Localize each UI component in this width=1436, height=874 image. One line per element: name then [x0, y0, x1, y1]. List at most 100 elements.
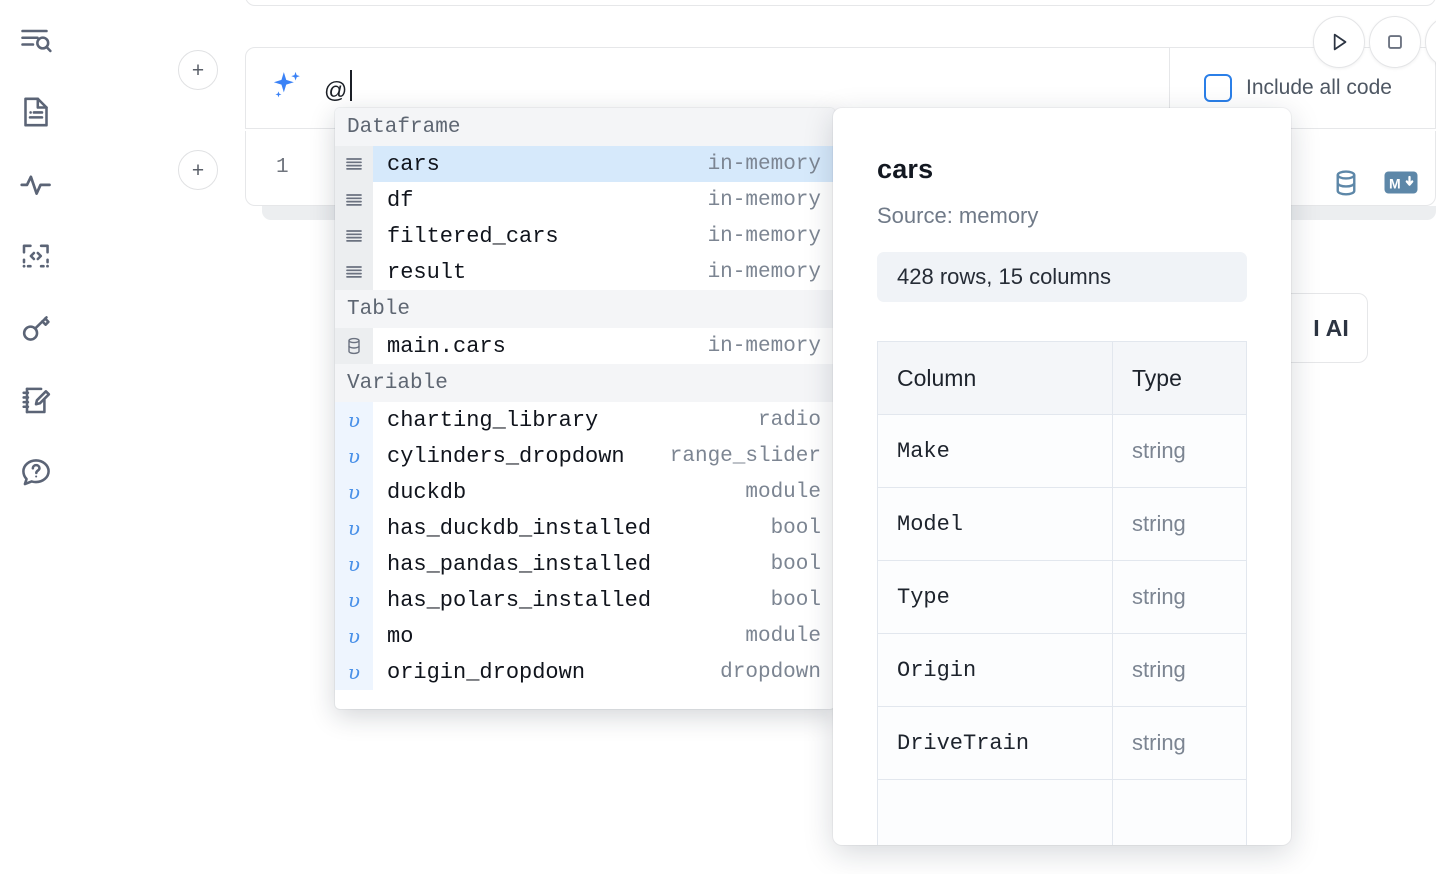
- autocomplete-item[interactable]: υ has_duckdb_installed bool: [335, 510, 835, 546]
- column-type-cell: string: [1112, 487, 1247, 561]
- autocomplete-item-type: radio: [757, 408, 821, 432]
- autocomplete-item-name: origin_dropdown: [387, 659, 586, 685]
- autocomplete-item-name: has_polars_installed: [387, 587, 652, 613]
- autocomplete-item-type: bool: [770, 552, 821, 576]
- sidebar-item-explore[interactable]: [14, 18, 58, 62]
- include-all-code-label: Include all code: [1246, 76, 1392, 99]
- autocomplete-item-type: dropdown: [720, 660, 821, 684]
- table-row: [877, 779, 1247, 845]
- autocomplete-item-name: has_pandas_installed: [387, 551, 652, 577]
- autocomplete-item-type: in-memory: [707, 152, 821, 176]
- dataframe-icon: [335, 146, 373, 182]
- autocomplete-item-type: range_slider: [669, 444, 821, 468]
- add-cell-button-bottom[interactable]: +: [178, 150, 218, 190]
- column-name-cell: Origin: [877, 633, 1113, 707]
- column-name-cell: DriveTrain: [877, 706, 1113, 780]
- database-icon[interactable]: [1330, 167, 1362, 204]
- variable-icon: υ: [335, 582, 373, 618]
- autocomplete-item-type: in-memory: [707, 334, 821, 358]
- stop-button[interactable]: [1369, 16, 1421, 68]
- add-cell-button-top[interactable]: +: [178, 50, 218, 90]
- column-type-cell: string: [1112, 414, 1247, 488]
- autocomplete-item-type: module: [745, 480, 821, 504]
- scratchpad-icon: [18, 382, 54, 418]
- autocomplete-item-name: charting_library: [387, 407, 599, 433]
- table-database-icon: [335, 328, 373, 364]
- sidebar-item-help[interactable]: [14, 450, 58, 494]
- dataframe-icon: [335, 218, 373, 254]
- column-type-cell: [1112, 779, 1247, 845]
- variable-icon: υ: [335, 510, 373, 546]
- include-all-code-checkbox[interactable]: [1204, 74, 1232, 102]
- autocomplete-item-name: df: [387, 187, 414, 213]
- variable-icon: υ: [335, 546, 373, 582]
- dataframe-icon: [335, 182, 373, 218]
- column-name-cell: Type: [877, 560, 1113, 634]
- autocomplete-item[interactable]: result in-memory: [335, 254, 835, 290]
- autocomplete-item[interactable]: cars in-memory: [335, 146, 835, 182]
- document-icon: [18, 94, 54, 130]
- column-name-cell: Make: [877, 414, 1113, 488]
- cell-action-icons: M: [1330, 167, 1418, 204]
- column-type-cell: string: [1112, 633, 1247, 707]
- run-button[interactable]: [1313, 16, 1365, 68]
- svg-text:M: M: [1389, 176, 1401, 192]
- dataframe-icon: [335, 254, 373, 290]
- outline-search-icon: [18, 22, 54, 58]
- key-icon: [18, 310, 54, 346]
- activity-icon: [18, 166, 54, 202]
- sidebar-item-secrets[interactable]: [14, 306, 58, 350]
- line-number: 1: [276, 156, 289, 179]
- snippets-icon: [18, 238, 54, 274]
- column-name-cell: [877, 779, 1113, 845]
- autocomplete-item[interactable]: υ origin_dropdown dropdown: [335, 654, 835, 690]
- autocomplete-item[interactable]: υ has_pandas_installed bool: [335, 546, 835, 582]
- variable-icon: υ: [335, 618, 373, 654]
- column-type-cell: string: [1112, 560, 1247, 634]
- sidebar-item-snippets[interactable]: [14, 234, 58, 278]
- autocomplete-item-name: result: [387, 259, 467, 285]
- autocomplete-item-name: has_duckdb_installed: [387, 515, 652, 541]
- sidebar-item-activity[interactable]: [14, 162, 58, 206]
- column-type-cell: string: [1112, 706, 1247, 780]
- dataframe-preview-panel: cars Source: memory 428 rows, 15 columns…: [833, 108, 1291, 845]
- sidebar-item-scratchpad[interactable]: [14, 378, 58, 422]
- autocomplete-group-header: Variable: [335, 364, 835, 402]
- ai-sparkle-icon: [268, 67, 306, 110]
- include-all-code-row[interactable]: Include all code: [1204, 74, 1392, 102]
- autocomplete-group-header: Table: [335, 290, 835, 328]
- autocomplete-item-name: cylinders_dropdown: [387, 443, 625, 469]
- variable-icon: υ: [335, 654, 373, 690]
- autocomplete-item-name: cars: [387, 151, 440, 177]
- column-header: Column: [877, 341, 1113, 415]
- ai-prompt-input[interactable]: [324, 76, 1169, 104]
- column-header: Type: [1112, 341, 1247, 415]
- autocomplete-item-name: main.cars: [387, 333, 506, 359]
- text-caret: [350, 70, 352, 101]
- help-icon: [18, 454, 54, 490]
- autocomplete-item-type: bool: [770, 516, 821, 540]
- preview-source: Source: memory: [877, 203, 1039, 228]
- sidebar-item-notebook[interactable]: [14, 90, 58, 134]
- autocomplete-item-type: in-memory: [707, 260, 821, 284]
- previous-cell: [245, 0, 1436, 6]
- preview-shape-badge: 428 rows, 15 columns: [877, 252, 1247, 302]
- left-sidebar: [0, 0, 72, 874]
- autocomplete-item-name: duckdb: [387, 479, 467, 505]
- autocomplete-item[interactable]: main.cars in-memory: [335, 328, 835, 364]
- markdown-icon[interactable]: M: [1384, 170, 1418, 201]
